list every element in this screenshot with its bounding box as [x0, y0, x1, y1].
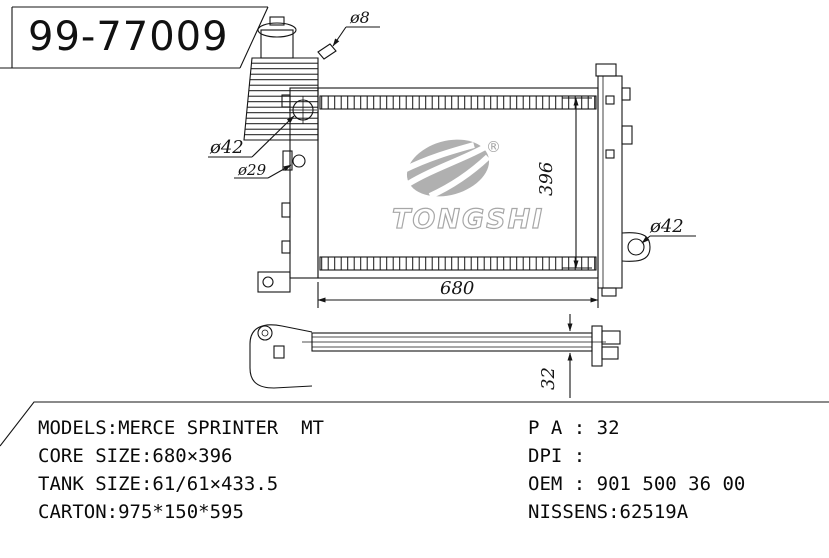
spec-label: CORE SIZE:: [38, 445, 153, 467]
dim-core-width: 680: [440, 278, 474, 299]
spec-value: 32: [596, 417, 620, 439]
spec-value: 62519A: [619, 501, 689, 523]
spec-divider: [0, 401, 829, 447]
dimension-lines: [208, 26, 696, 398]
title-block-frame: [0, 6, 269, 69]
tongshi-logo: ® TONGSHI: [391, 138, 544, 236]
dim-left-inlet-diameter: ø42: [209, 137, 244, 158]
spec-nissens: NISSENS:62519A: [528, 498, 745, 526]
spec-core-size: CORE SIZE:680×396: [38, 442, 324, 470]
radiator-front-view: [243, 16, 651, 297]
part-number: 99-77009: [28, 14, 229, 60]
dim-top-nipple-diameter: ø8: [349, 8, 370, 27]
spec-models: MODELS:MERCE SPRINTER MT: [38, 414, 324, 442]
spec-label: MODELS:: [38, 417, 119, 439]
spec-pa: P A : 32: [528, 414, 745, 442]
spec-value: MERCE SPRINTER MT: [118, 417, 324, 439]
spec-oem: OEM : 901 500 36 00: [528, 470, 745, 498]
spec-value: 61/61×433.5: [152, 473, 279, 495]
spec-value: 680×396: [152, 445, 233, 467]
spec-dpi: DPI :: [528, 442, 745, 470]
spec-label: P A :: [528, 417, 597, 439]
radiator-side-view: [249, 324, 621, 389]
spec-value: 975*150*595: [118, 501, 244, 523]
dim-core-height: 396: [536, 162, 557, 196]
spec-tank-size: TANK SIZE:61/61×433.5: [38, 470, 324, 498]
dim-side-thickness: 32: [538, 367, 559, 390]
dim-left-small-diameter: ø29: [237, 161, 267, 179]
spec-carton: CARTON:975*150*595: [38, 498, 324, 526]
spec-value: 901 500 36 00: [596, 473, 746, 495]
spec-label: NISSENS:: [528, 501, 620, 523]
spec-label: DPI :: [528, 445, 597, 467]
spec-label: CARTON:: [38, 501, 119, 523]
spec-label: OEM :: [528, 473, 597, 495]
spec-list-left: MODELS:MERCE SPRINTER MT CORE SIZE:680×3…: [38, 414, 324, 526]
dim-right-outlet-diameter: ø42: [649, 216, 684, 237]
spec-list-right: P A : 32 DPI : OEM : 901 500 36 00 NISSE…: [528, 414, 745, 526]
registered-trademark-icon: ®: [486, 138, 501, 156]
spec-label: TANK SIZE:: [38, 473, 153, 495]
brand-logo-text: TONGSHI: [392, 204, 544, 235]
